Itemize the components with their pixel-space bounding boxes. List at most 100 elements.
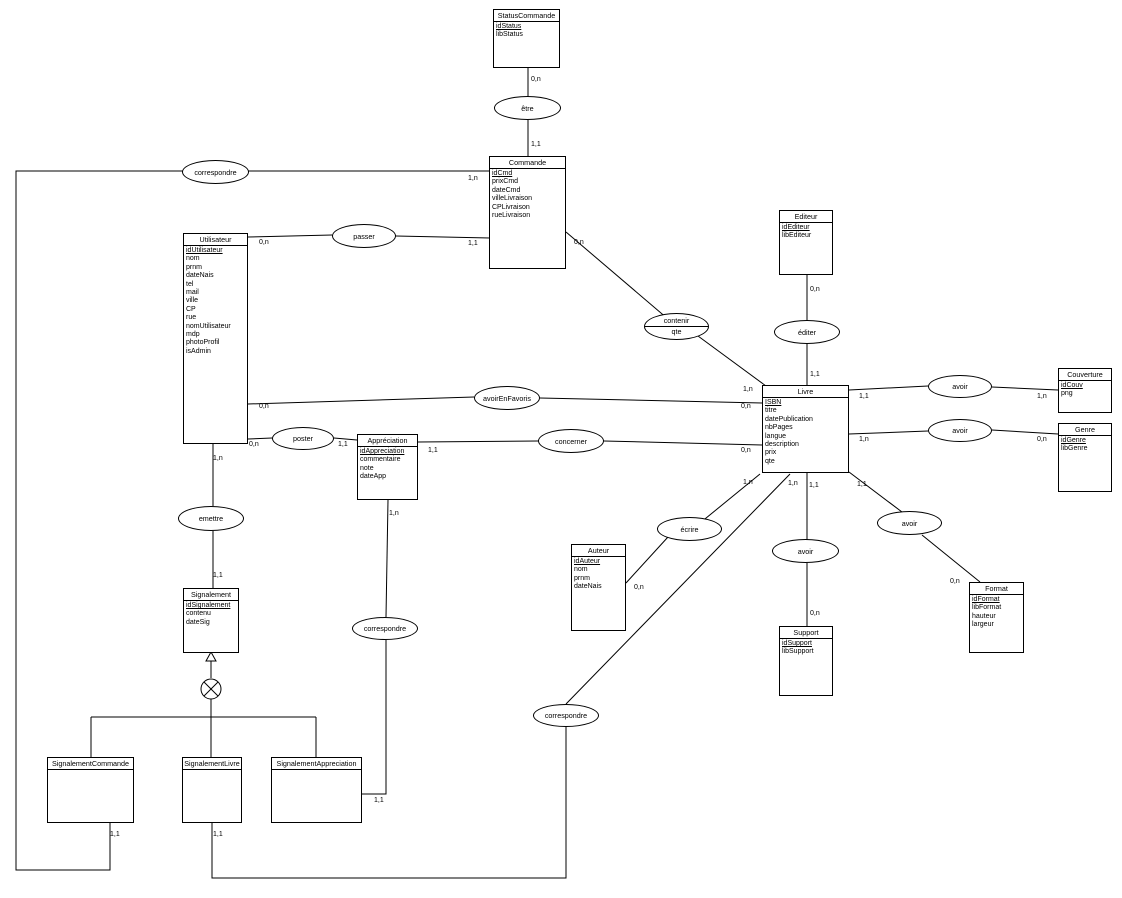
relation-name: emettre: [198, 514, 224, 523]
line-avoir-couverture: [991, 386, 1059, 391]
line-correspondre-sigapp: [362, 640, 387, 795]
card-livre-favoris: 0,n: [741, 403, 751, 410]
attr-idFormat: idFormat: [972, 596, 1000, 603]
attr-idGenre: idGenre: [1061, 437, 1086, 444]
attr-nbPages: nbPages: [765, 424, 793, 432]
card-commande-passer: 1,1: [468, 240, 478, 247]
attr-mdp: mdp: [186, 331, 200, 339]
relation-avoir-format: avoir: [877, 511, 942, 535]
line-livre-avoir-format: [848, 471, 903, 513]
relation-avoir-genre: avoir: [928, 419, 992, 442]
card-livre-avoir-genre: 1,n: [859, 436, 869, 443]
line-poster-appreciation: [333, 437, 358, 441]
card-format-avoir: 0,n: [950, 578, 960, 585]
relation-name: avoir: [901, 518, 918, 528]
card-livre-avoir-couv: 1,1: [859, 393, 869, 400]
attr-prix: prix: [765, 449, 777, 457]
attr-nom: nom: [186, 255, 200, 263]
card-utilisateur-passer: 0,n: [259, 239, 269, 246]
line-avoir-format: [921, 534, 981, 583]
attr-rue: rue: [186, 314, 197, 322]
relation-poster: poster: [272, 427, 334, 450]
attr-nom: nom: [574, 566, 588, 574]
relation-emettre: emettre: [178, 506, 244, 531]
relation-name: avoir: [797, 546, 814, 556]
card-appreciation-correspondre: 1,n: [389, 510, 399, 517]
attr-langue: langue: [765, 432, 787, 440]
attr-dateApp: dateApp: [360, 473, 387, 481]
entity-appreciation: Appréciation idAppreciation commentaire …: [357, 434, 418, 500]
card-couverture-avoir: 1,n: [1037, 393, 1047, 400]
line-commande-contenir: [565, 231, 669, 320]
attr-idStatus: idStatus: [496, 23, 522, 30]
attr-libSupport: libSupport: [782, 648, 814, 656]
relation-name: avoir: [952, 382, 968, 391]
line-appreciation-concerner: [417, 440, 539, 443]
line-avoir-genre: [991, 429, 1059, 435]
attr-idCouv: idCouv: [1061, 382, 1083, 389]
attr-nomUtilisateur: nomUtilisateur: [186, 322, 231, 330]
card-appreciation-poster: 1,1: [338, 441, 348, 448]
relation-avoir-couverture: avoir: [928, 375, 992, 398]
relation-editer: éditer: [774, 320, 840, 344]
line-utilisateur-poster: [247, 437, 273, 440]
relation-name: éditer: [798, 327, 816, 337]
card-commande-contenir: 0,n: [574, 239, 584, 246]
entity-title: Genre: [1059, 424, 1111, 436]
entity-title: StatusCommande: [494, 10, 559, 22]
card-commande-etre: 1,1: [531, 141, 541, 148]
line-appreciation-correspondre: [385, 499, 389, 618]
line-livre-ecrire: [699, 473, 761, 524]
attr-titre: titre: [765, 407, 777, 415]
line-passer-commande: [395, 235, 491, 239]
attr-libEditeur: libEditeur: [782, 232, 812, 240]
attr-idAuteur: idAuteur: [574, 558, 601, 565]
relation-name: correspondre: [194, 167, 237, 177]
entity-auteur: Auteur idAuteur nom prnm dateNais: [571, 544, 626, 631]
entity-signalement-appreciation: SignalementAppreciation: [271, 757, 362, 823]
attr-prnm: prnm: [186, 263, 202, 271]
card-livre-ecrire: 1,n: [743, 479, 753, 486]
entity-title: Appréciation: [358, 435, 417, 447]
relation-name: concerner: [555, 436, 587, 446]
attr-datePublication: datePublication: [765, 415, 813, 423]
relation-concerner: concerner: [538, 429, 604, 453]
line-commande-correspondre-sigcmd: [15, 170, 490, 871]
attr-note: note: [360, 464, 374, 472]
attr-idAppreciation: idAppreciation: [360, 448, 405, 455]
attr-hauteur: hauteur: [972, 612, 996, 620]
card-sigapp-correspondre: 1,1: [374, 797, 384, 804]
card-status-etre: 0,n: [531, 76, 541, 83]
card-utilisateur-emettre: 1,n: [213, 455, 223, 462]
relation-name: écrire: [680, 524, 699, 534]
relation-name: être: [521, 103, 534, 113]
relation-passer: passer: [332, 224, 396, 248]
line-contenir-livre: [697, 335, 767, 387]
attr-isAdmin: isAdmin: [186, 347, 211, 355]
card-editeur-editer: 0,n: [810, 286, 820, 293]
relation-name: poster: [293, 434, 313, 443]
attr-idSupport: idSupport: [782, 640, 812, 647]
card-genre-avoir: 0,n: [1037, 436, 1047, 443]
attr-idEditeur: idEditeur: [782, 224, 810, 231]
entity-livre: Livre ISBN titre datePublication nbPages…: [762, 385, 849, 473]
line-livre-correspondre: [565, 473, 791, 705]
relation-attr-qte: qte: [671, 327, 682, 336]
attr-libStatus: libStatus: [496, 31, 523, 39]
attr-commentaire: commentaire: [360, 456, 401, 464]
entity-format: Format idFormat libFormat hauteur largeu…: [969, 582, 1024, 653]
attr-dateNais: dateNais: [186, 272, 214, 280]
relation-correspondre-appreciation: correspondre: [352, 617, 418, 640]
line-ecrire-auteur: [625, 536, 669, 584]
attr-dateSig: dateSig: [186, 618, 210, 626]
attr-ISBN: ISBN: [765, 399, 782, 406]
card-support-avoir: 0,n: [810, 610, 820, 617]
relation-name: avoirEnFavoris: [483, 393, 531, 403]
relation-etre: être: [494, 96, 561, 120]
line-utilisateur-favoris: [247, 396, 475, 405]
relation-separator: [645, 326, 708, 327]
attr-idUtilisateur: idUtilisateur: [186, 247, 223, 254]
